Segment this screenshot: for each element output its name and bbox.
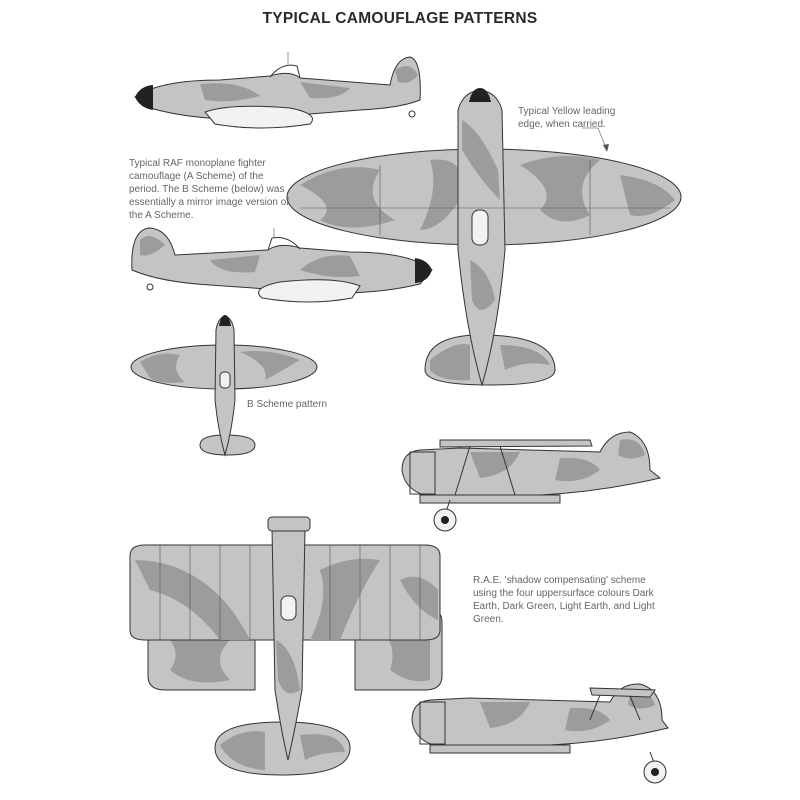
spitfire-top-view-b-scheme xyxy=(130,315,318,457)
a-scheme-caption: Typical RAF monoplane fighter camouflage… xyxy=(129,158,290,221)
gladiator-side-view-2 xyxy=(411,683,669,784)
spitfire-top-view-a-scheme xyxy=(286,88,682,387)
shadow-compensating-caption: R.A.E. 'shadow compensating' scheme usin… xyxy=(473,575,655,625)
spitfire-side-view-b-scheme xyxy=(131,227,433,303)
page-title: TYPICAL CAMOUFLAGE PATTERNS xyxy=(262,10,538,27)
yellow-leading-edge-caption: Typical Yellow leading edge, when carrie… xyxy=(518,106,616,130)
spitfire-side-view-a-scheme xyxy=(134,52,421,129)
b-scheme-caption: B Scheme pattern xyxy=(247,399,328,410)
gladiator-top-view xyxy=(129,516,443,776)
gladiator-side-view-1 xyxy=(401,431,662,532)
leading-edge-pointer xyxy=(582,127,609,152)
